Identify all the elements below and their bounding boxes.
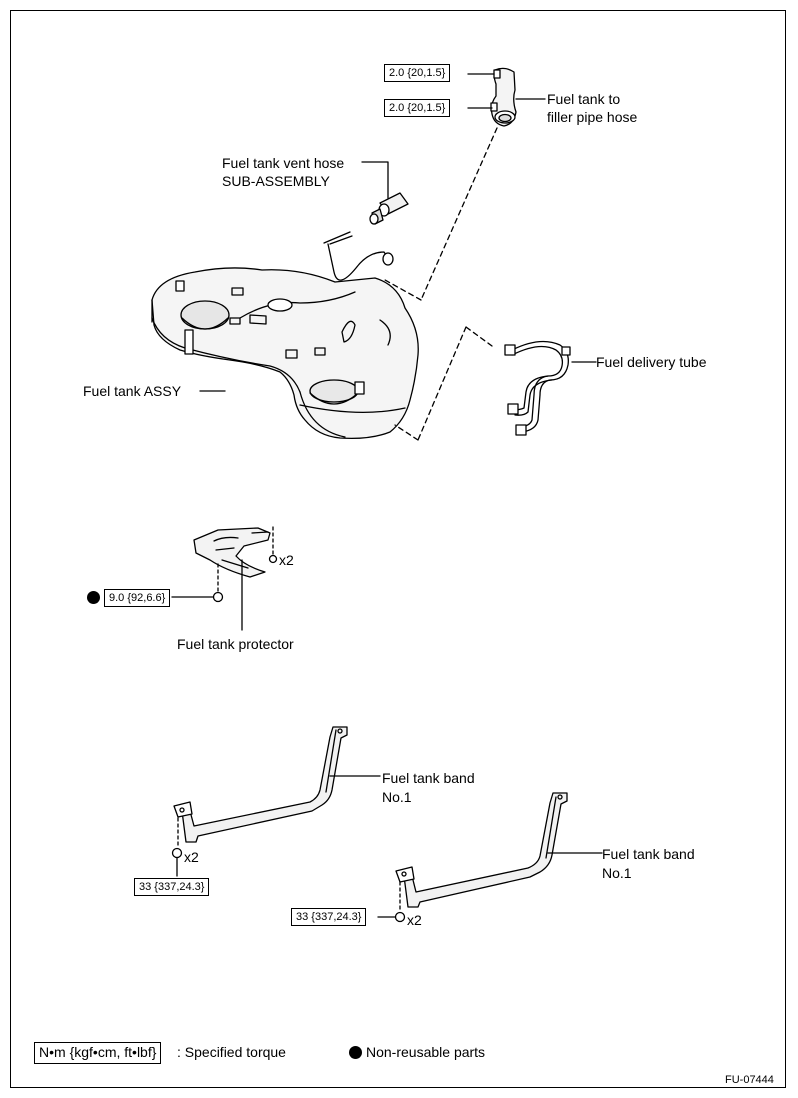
legend-torque-unit: N•m {kgf•cm, ft•lbf}: [34, 1042, 162, 1064]
legend-non-reusable-text: Non-reusable parts: [366, 1044, 486, 1060]
fuel-tank-band-left-part: [173, 726, 348, 843]
filler-pipe-hose-part: [490, 67, 517, 127]
fuel-tank-protector-part: [193, 527, 271, 578]
torque-hose-lower: 2.0 {20,1.5}: [384, 99, 451, 117]
figure-code: FU-07444: [725, 1074, 774, 1086]
label-fuel-tank-assy: Fuel tank ASSY: [83, 383, 182, 399]
vent-hose-part: [369, 192, 409, 225]
label-band-right-line2: No.1: [602, 865, 632, 881]
protector-bolt-quantity: x2: [279, 552, 294, 568]
non-reusable-marker: [87, 591, 100, 604]
label-band-left-line1: Fuel tank band: [382, 770, 475, 786]
fuel-tank-part: [151, 267, 419, 440]
label-band-right-line1: Fuel tank band: [602, 846, 695, 862]
label-fuel-tank-protector: Fuel tank protector: [177, 636, 294, 652]
band-right-bolt-quantity: x2: [407, 912, 422, 928]
fuel-delivery-tube-part: [504, 340, 571, 436]
label-vent-hose-line2: SUB-ASSEMBLY: [222, 173, 330, 189]
torque-band-right-bolt: 33 {337,24.3}: [291, 908, 367, 926]
torque-hose-upper: 2.0 {20,1.5}: [384, 64, 451, 82]
legend-non-reusable-icon: [349, 1046, 362, 1059]
label-filler-hose-line1: Fuel tank to: [547, 91, 621, 107]
label-band-left-line2: No.1: [382, 789, 412, 805]
torque-protector-nut: 9.0 {92,6.6}: [104, 589, 171, 607]
torque-band-left-bolt: 33 {337,24.3}: [134, 878, 210, 896]
label-fuel-delivery-tube: Fuel delivery tube: [596, 354, 707, 370]
legend-torque-desc: : Specified torque: [177, 1044, 286, 1060]
band-left-bolt-quantity: x2: [184, 849, 199, 865]
label-vent-hose-line1: Fuel tank vent hose: [222, 155, 345, 171]
diagram-frame: [10, 10, 786, 1088]
fuel-tank-band-right-part: [395, 792, 568, 908]
label-filler-hose-line2: filler pipe hose: [547, 109, 638, 125]
